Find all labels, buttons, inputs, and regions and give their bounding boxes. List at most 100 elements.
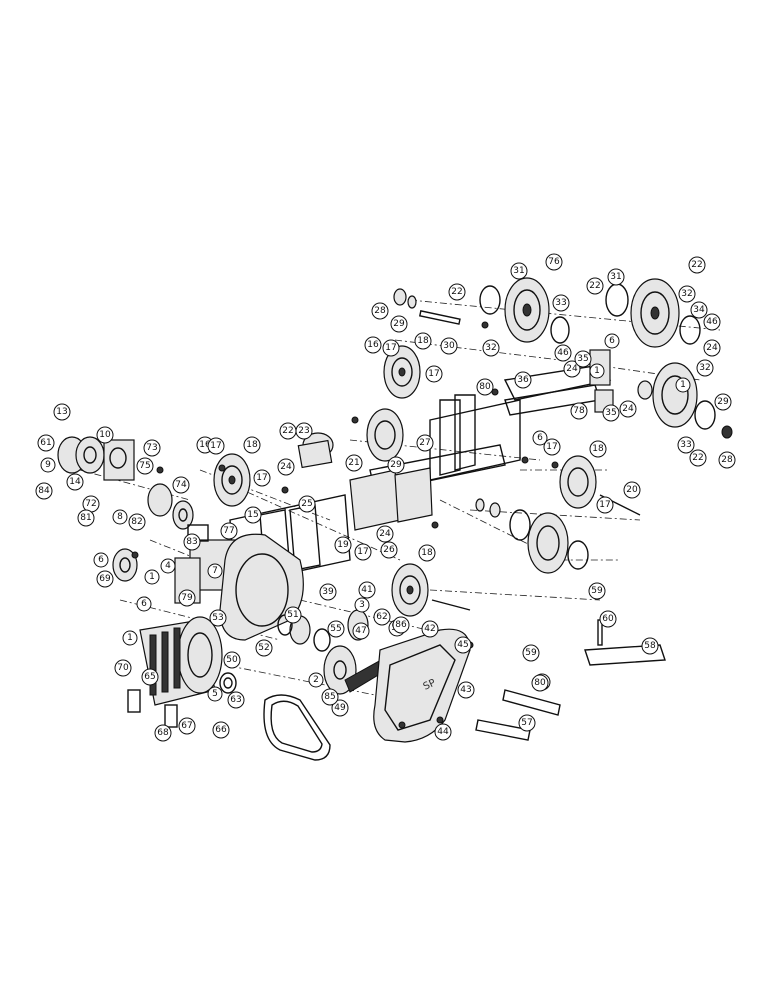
callout-66: 66	[212, 721, 230, 739]
callout-47: 47	[352, 622, 370, 640]
main-frame	[174, 394, 521, 604]
callout-label: 61	[40, 438, 51, 448]
callout-50: 50	[223, 651, 241, 669]
callout-6: 6	[604, 333, 620, 349]
callout-42: 42	[421, 620, 439, 638]
callout-label: 25	[301, 499, 312, 509]
callout-29: 29	[387, 456, 405, 474]
callout-6: 6	[93, 552, 109, 568]
callout-15: 15	[244, 506, 262, 524]
callout-label: 35	[605, 408, 616, 418]
callout-label: 6	[141, 599, 147, 609]
callout-label: 24	[379, 529, 391, 539]
callout-label: 39	[322, 587, 334, 597]
callout-33: 33	[677, 436, 695, 454]
callout-80: 80	[476, 378, 494, 396]
callout-label: 51	[287, 610, 298, 620]
callout-label: 22	[692, 453, 703, 463]
callout-85: 85	[321, 688, 339, 706]
callout-label: 79	[181, 593, 193, 603]
callout-label: 33	[555, 298, 566, 308]
track-links	[475, 619, 666, 741]
callout-46: 46	[554, 344, 572, 362]
callout-label: 58	[644, 641, 656, 651]
callout-65: 65	[141, 668, 159, 686]
callout-label: 29	[390, 460, 402, 470]
callout-label: 83	[186, 537, 197, 547]
callout-label: 16	[199, 440, 211, 450]
callout-label: 76	[548, 257, 560, 267]
callout-label: 46	[557, 348, 569, 358]
callout-16: 16	[364, 336, 382, 354]
callout-label: 60	[602, 614, 614, 624]
callout-label: 50	[226, 655, 238, 665]
callout-label: 69	[99, 574, 111, 584]
callout-label: 5	[212, 689, 218, 699]
callout-label: 6	[537, 433, 543, 443]
callout-label: 45	[457, 640, 468, 650]
callout-label: 1	[680, 380, 686, 390]
callout-77: 77	[220, 522, 238, 540]
callout-9: 9	[40, 457, 56, 473]
callout-33: 33	[552, 294, 570, 312]
callout-label: 65	[144, 672, 155, 682]
callout-label: 34	[693, 305, 705, 315]
callout-label: 78	[573, 406, 585, 416]
callout-22: 22	[688, 256, 706, 274]
callout-18: 18	[414, 332, 432, 350]
callout-22: 22	[586, 277, 604, 295]
callout-76: 76	[545, 253, 563, 271]
callout-17: 17	[207, 437, 225, 455]
callout-label: 80	[479, 382, 491, 392]
callout-label: 27	[419, 438, 430, 448]
callout-label: 63	[230, 695, 241, 705]
callout-7: 7	[207, 563, 223, 579]
callout-29: 29	[714, 393, 732, 411]
callout-80: 80	[531, 674, 549, 692]
callout-label: 62	[376, 612, 387, 622]
drive-motor-group	[57, 432, 334, 582]
callout-58: 58	[641, 637, 659, 655]
callout-3: 3	[354, 597, 370, 613]
callout-label: 18	[246, 440, 258, 450]
callout-31: 31	[607, 268, 625, 286]
callout-label: 55	[330, 624, 341, 634]
callout-13: 13	[53, 403, 71, 421]
callout-label: 22	[282, 426, 293, 436]
callout-22: 22	[279, 422, 297, 440]
callout-8: 8	[112, 509, 128, 525]
callout-label: 22	[589, 281, 600, 291]
callout-79: 79	[178, 589, 196, 607]
callout-label: 33	[680, 440, 691, 450]
callout-34: 34	[690, 301, 708, 319]
svg-text:SP: SP	[422, 678, 438, 693]
callout-label: 6	[98, 555, 104, 565]
callout-label: 18	[592, 444, 604, 454]
callout-label: 3	[359, 600, 365, 610]
callout-label: 1	[149, 572, 155, 582]
callout-86: 86	[392, 616, 410, 634]
callout-label: 17	[256, 473, 267, 483]
belt-housing	[219, 533, 304, 641]
callout-32: 32	[482, 339, 500, 357]
callout-label: 18	[417, 336, 429, 346]
callout-22: 22	[448, 283, 466, 301]
callout-label: 17	[599, 500, 610, 510]
callout-44: 44	[434, 723, 452, 741]
callout-32: 32	[678, 285, 696, 303]
callout-22: 22	[689, 449, 707, 467]
road-wheels	[213, 345, 641, 617]
callout-78: 78	[570, 402, 588, 420]
callout-label: 49	[334, 703, 346, 713]
callout-label: 57	[521, 718, 532, 728]
callout-label: 17	[357, 547, 368, 557]
callout-label: 23	[298, 426, 309, 436]
callout-label: 32	[699, 363, 710, 373]
callout-6: 6	[532, 430, 548, 446]
callout-25: 25	[298, 495, 316, 513]
callout-81: 81	[77, 509, 95, 527]
callout-84: 84	[35, 482, 53, 500]
callout-label: 44	[437, 727, 449, 737]
callout-label: 36	[517, 375, 529, 385]
callout-18: 18	[243, 436, 261, 454]
